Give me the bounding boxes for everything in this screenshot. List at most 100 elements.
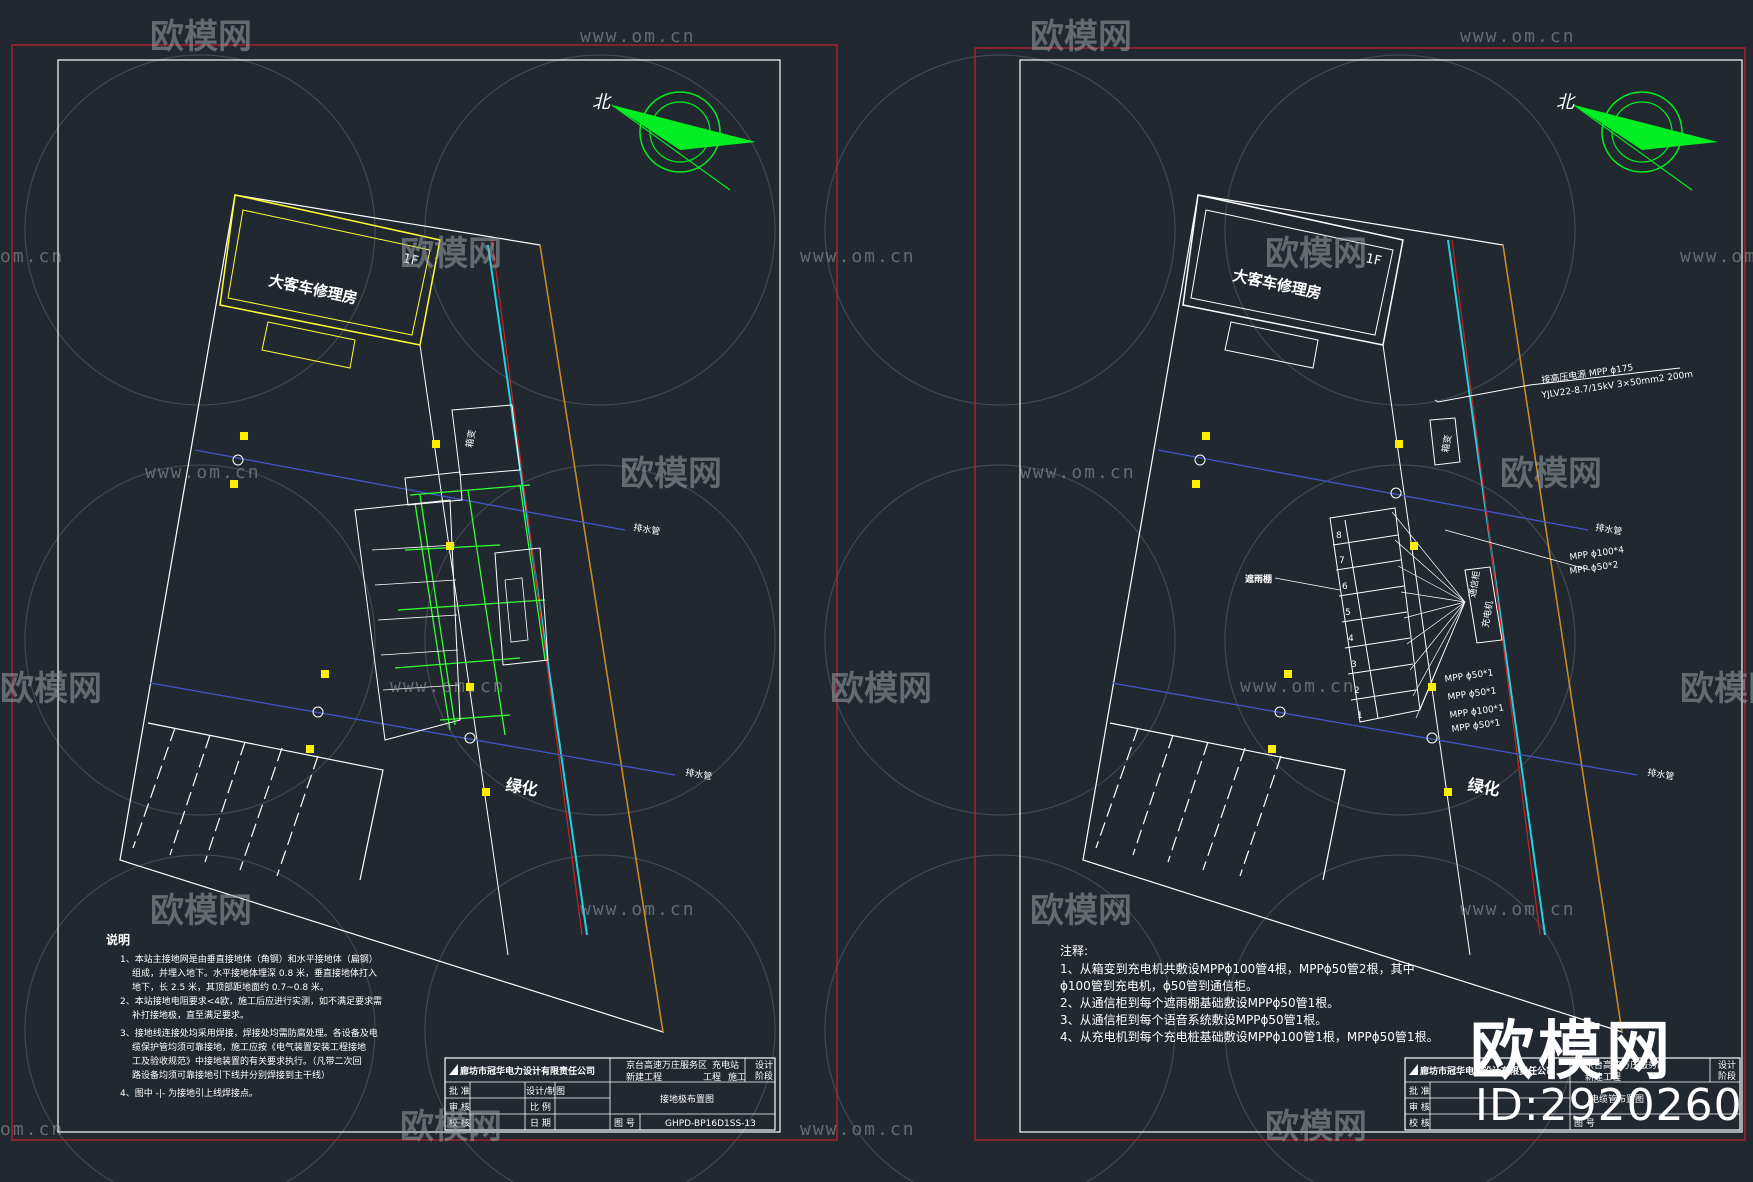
- right-notes: 注释: 1、从箱变到充电机共敷设MPPϕ100管4根，MPPϕ50管2根，其中 …: [1060, 943, 1439, 1044]
- right-green-area-label: 绿化: [1466, 775, 1501, 799]
- right-note-line: 2、从通信柜到每个遮雨棚基础敷设MPPϕ50管1根。: [1060, 995, 1339, 1010]
- right-drawing-no-label: 图 号: [1574, 1118, 1595, 1129]
- watermark-url: www.om.cn: [800, 246, 916, 267]
- right-north-arrow: 北: [1556, 91, 1718, 191]
- left-outer-frame: [11, 44, 838, 1141]
- watermark-text: 欧模网 欧模网 欧模网 欧模网 欧模网 欧模网 欧模网 欧模网 欧模网 欧模网 …: [0, 17, 1753, 1147]
- left-project-line1: 京台高速万庄服务区: [626, 1059, 707, 1071]
- left-drain-label-2: 排水管: [684, 766, 713, 783]
- left-drain-pipe-1: [194, 449, 626, 531]
- right-company-name: 廊坊市冠华电力设计有限责任公司: [1420, 1065, 1555, 1077]
- left-drawing-no-label: 图 号: [614, 1118, 635, 1129]
- right-drain-pipe-1: [1157, 449, 1589, 531]
- watermark-big-brand: 欧模网: [1470, 1015, 1674, 1089]
- left-note-line: 4、图中 -|- 为接地引上线焊接点。: [120, 1087, 258, 1099]
- left-row-approve: 批 准: [449, 1085, 470, 1097]
- right-conduit-fan: [1391, 511, 1466, 719]
- watermark-brand: 欧模网: [1680, 669, 1753, 709]
- watermark-url: www.om.cn: [145, 462, 261, 483]
- right-title-block: 廊坊市冠华电力设计有限责任公司 京台高速万庄服务区 新建工程 设计 阶段 批 准…: [1404, 1057, 1741, 1131]
- right-note-line: ϕ100管到充电机，ϕ50管到通信柜。: [1060, 978, 1258, 993]
- right-pile-numbers: 8 7 6 5 4 3 2 1: [1336, 531, 1363, 721]
- right-project-line2: 新建工程: [1585, 1071, 1621, 1083]
- left-project-extra: 充电站: [712, 1059, 739, 1071]
- left-stage-line1: 设计: [755, 1059, 773, 1071]
- left-note-line: 路设备均须可靠接地引下线并分别焊接到主干线）: [132, 1069, 330, 1081]
- left-row-review: 审 核: [449, 1101, 470, 1113]
- right-canopy-label: 遮雨棚: [1245, 573, 1272, 585]
- watermark-url: www.om.cn: [1460, 26, 1576, 47]
- left-manholes: [232, 454, 476, 744]
- left-box-transformer: 箱变: [451, 404, 521, 476]
- right-pipe-label-a: MPP ϕ50*1: [1444, 668, 1494, 685]
- right-floor-label: 1F: [1364, 251, 1383, 269]
- watermark-url: www.om.cn: [1680, 246, 1753, 267]
- left-note-line: 缆保护管均须可靠接地，施工应按《电气装置安装工程接地: [132, 1041, 366, 1053]
- right-row-review: 审 核: [1409, 1101, 1430, 1113]
- pile-number: 8: [1336, 531, 1342, 541]
- watermark-url: www.om.cn: [1240, 676, 1356, 697]
- right-comm-cabinet-label: 通信柜: [1466, 570, 1483, 599]
- watermark-big-id: ID:2920260: [1475, 1080, 1743, 1131]
- right-stage-line2: 阶段: [1718, 1070, 1736, 1082]
- left-building: 大客车修理房 1F: [219, 194, 441, 369]
- right-project-line1: 京台高速万庄服务区: [1585, 1059, 1666, 1071]
- left-stage-line2: 阶段: [755, 1070, 773, 1082]
- right-sheet: 北 大客车修理房 1F 接高压电源 MPP ϕ175 YJLV22-8.7/15…: [974, 47, 1746, 1141]
- left-floor-label: 1F: [401, 251, 420, 269]
- left-project-tag2: 施工: [728, 1071, 746, 1083]
- right-outer-frame: [974, 47, 1746, 1141]
- left-canopy-slots: [371, 544, 460, 691]
- watermark-brand: 欧模网: [1030, 891, 1132, 931]
- watermark-brand: 欧模网: [1265, 1107, 1367, 1147]
- left-title-block: 廊坊市冠华电力设计有限责任公司 京台高速万庄服务区 充电站 新建工程 工程 施工…: [444, 1057, 776, 1131]
- left-project-line2: 新建工程: [626, 1071, 662, 1083]
- left-note-line: 地下，长 2.5 米，其顶部距地面约 0.7~0.8 米。: [132, 981, 329, 993]
- right-pipe-label-top2: MPP ϕ50*2: [1569, 560, 1619, 577]
- pile-number: 1: [1357, 711, 1363, 721]
- left-col-design: 设计/制图: [526, 1085, 565, 1097]
- watermark-brand: 欧模网: [1500, 454, 1602, 494]
- left-col-date: 日 期: [530, 1118, 551, 1129]
- right-drawing-title: 电缆管布置图: [1590, 1093, 1644, 1105]
- left-north-arrow: 北: [592, 91, 756, 191]
- pile-number: 2: [1354, 686, 1360, 696]
- right-row-check: 校 核: [1409, 1117, 1430, 1129]
- right-note-line: 4、从充电机到每个充电桩基础敷设MPPϕ100管1根，MPPϕ50管1根。: [1060, 1029, 1439, 1044]
- left-drawing-no: GHPD-BP16D1SS-13: [665, 1119, 756, 1129]
- watermark-brand: 欧模网: [1030, 17, 1132, 57]
- left-note-line: 1、本站主接地网是由垂直接地体（角钢）和水平接地体（扁钢）: [120, 953, 378, 965]
- left-drawing-title: 接地极布置图: [660, 1093, 714, 1105]
- left-col-scale: 比 例: [530, 1101, 551, 1113]
- watermark-url-fragment: om.cn: [0, 1119, 64, 1140]
- left-note-line: 补打接地极，直至满足要求。: [132, 1009, 249, 1021]
- right-hv-cable: [1434, 367, 1681, 403]
- right-drain-label-1: 排水管: [1594, 521, 1623, 538]
- watermark-url: www.om.cn: [580, 899, 696, 920]
- left-note-line: 工及验收规范》中接地装置的有关要求执行。（凡带二次回: [132, 1055, 362, 1067]
- left-sheet: 北 大客车修理房 1F 排水管 排水管: [11, 44, 838, 1141]
- left-notes-title: 说明: [106, 932, 130, 947]
- right-pipe-label-d: MPP ϕ50*1: [1451, 718, 1501, 735]
- left-green-area-label: 绿化: [504, 775, 539, 799]
- left-company-name: 廊坊市冠华电力设计有限责任公司: [460, 1065, 595, 1077]
- watermark-brand: 欧模网: [150, 17, 252, 57]
- watermark-url-fragment: om.cn: [0, 246, 64, 267]
- right-charger-label: 充电机: [1479, 600, 1496, 629]
- left-row-check: 校 核: [449, 1117, 470, 1129]
- right-charger: 充电机 通信柜: [1464, 566, 1503, 644]
- watermark-circles: [24, 54, 1576, 1182]
- watermark-url: www.om.cn: [800, 1119, 916, 1140]
- right-drain-pipe-2: [1111, 682, 1638, 776]
- right-row-approve: 批 准: [1409, 1085, 1430, 1097]
- left-project-tag1: 工程: [703, 1072, 721, 1083]
- left-note-line: 3、接地线连接处均采用焊接，焊接处均需防腐处理。各设备及电: [120, 1027, 378, 1039]
- pile-number: 5: [1345, 608, 1351, 618]
- left-note-line: 组成，并埋入地下。水平接地体埋深 0.8 米，垂直接地体打入: [132, 967, 377, 979]
- right-note-line: 3、从通信柜到每个语音系统敷设MPPϕ50管1根。: [1060, 1012, 1327, 1027]
- watermark-brand: 欧模网: [1265, 234, 1367, 274]
- left-box-label: 箱变: [463, 429, 478, 449]
- right-stage-line1: 设计: [1718, 1059, 1736, 1071]
- right-manholes: [1194, 454, 1438, 744]
- right-pipe-label-b: MPP ϕ50*1: [1447, 686, 1497, 703]
